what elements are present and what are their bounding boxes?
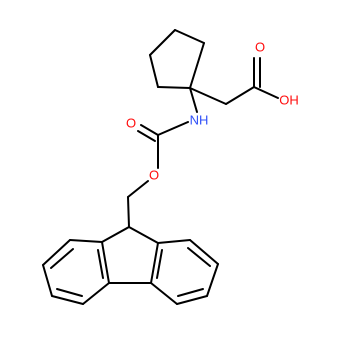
right-ring-bond bbox=[157, 239, 191, 244]
left-ring-inner bbox=[97, 249, 104, 279]
carbamate-carbonyl-oxygen-label: O bbox=[126, 115, 136, 130]
left-ring-bond bbox=[82, 282, 110, 305]
right-ring-inner bbox=[156, 249, 163, 279]
ring-bond bbox=[149, 54, 159, 88]
ring-bond bbox=[189, 42, 205, 89]
right-ring-bond bbox=[206, 263, 219, 297]
carbamate-carbonyl-double-bond bbox=[137, 130, 156, 142]
acid-hydroxyl-label: OH bbox=[279, 92, 299, 107]
acid-carbonyl-oxygen-label: O bbox=[255, 39, 265, 54]
ring-bond bbox=[149, 29, 176, 56]
fluorene-c9-right bbox=[128, 226, 159, 244]
carbamate-carbonyl-bond bbox=[140, 124, 159, 136]
bond-layer bbox=[42, 29, 279, 305]
fluorene-c9-left bbox=[101, 226, 130, 243]
left-ring-bond bbox=[42, 239, 71, 266]
right-ring-bond bbox=[150, 242, 159, 284]
right-ring-inner bbox=[177, 288, 204, 297]
atom-labels: O OH NH O O bbox=[126, 39, 299, 182]
amine-carbamate-bond bbox=[157, 121, 189, 136]
amine-bond bbox=[189, 87, 198, 113]
left-ring-bond bbox=[101, 241, 110, 284]
amine-label: NH bbox=[190, 112, 209, 127]
acid-oh-bond bbox=[253, 86, 279, 99]
left-ring-bond bbox=[42, 264, 53, 297]
ester-oxygen-bond bbox=[127, 180, 149, 198]
right-ring-inner bbox=[187, 247, 211, 267]
left-ring-bond bbox=[69, 239, 103, 243]
methylene-bond bbox=[127, 196, 130, 228]
chain-bond bbox=[225, 86, 255, 105]
left-ring-inner bbox=[56, 288, 83, 297]
right-ring-bond bbox=[150, 282, 178, 305]
ring-bond bbox=[157, 86, 191, 89]
right-ring-bond bbox=[176, 295, 208, 305]
right-ring-bond bbox=[189, 239, 219, 265]
ring-bond bbox=[174, 29, 205, 44]
left-ring-bond bbox=[51, 295, 84, 305]
carbamate-ester-oxygen-label: O bbox=[149, 167, 159, 182]
chain-bond bbox=[189, 87, 227, 105]
left-ring-inner bbox=[50, 248, 74, 269]
